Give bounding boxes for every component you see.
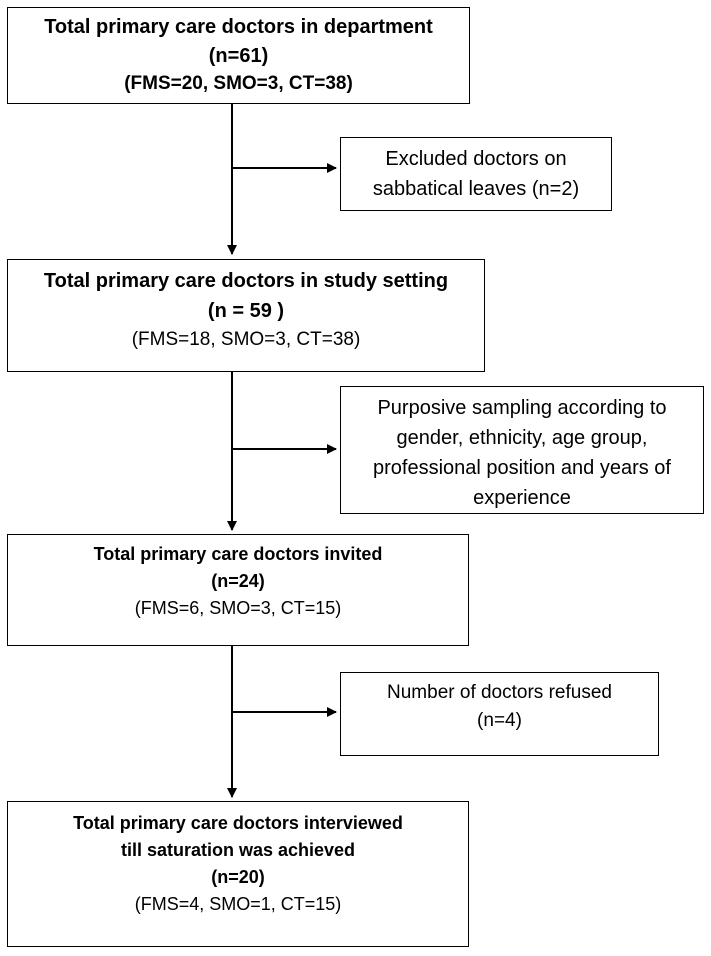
box-breakdown: (FMS=6, SMO=3, CT=15) [134,598,342,618]
box-total-department: Total primary care doctors in department… [7,7,470,104]
box-text-line: experience [473,487,571,509]
box-purposive-sampling: Purposive sampling according to gender, … [340,386,704,514]
box-text-line: professional position and years of [373,457,671,479]
box-breakdown: (FMS=18, SMO=3, CT=38) [131,329,361,350]
box-title: Total primary care doctors in department [44,16,433,38]
box-interviewed: Total primary care doctors interviewed t… [7,801,469,947]
box-excluded: Excluded doctors on sabbatical leaves (n… [340,137,612,211]
box-title: Total primary care doctors in study sett… [43,270,449,292]
box-count: (n=24) [211,571,265,591]
box-study-setting: Total primary care doctors in study sett… [7,259,485,372]
box-invited: Total primary care doctors invited (n=24… [7,534,469,646]
box-title: till saturation was achieved [120,840,356,860]
box-text-line: Number of doctors refused [387,682,612,703]
box-count: (n = 59 ) [207,300,285,322]
box-title: Total primary care doctors invited [93,544,383,564]
box-text-line: sabbatical leaves (n=2) [372,178,580,200]
box-breakdown: (FMS=20, SMO=3, CT=38) [124,73,353,94]
box-text-line: gender, ethnicity, age group, [396,427,648,449]
box-breakdown: (FMS=4, SMO=1, CT=15) [134,894,342,914]
box-text-line: Purposive sampling according to [377,397,667,419]
box-count: (n=61) [208,45,269,67]
box-text-line: Excluded doctors on [385,148,567,170]
box-refused: Number of doctors refused (n=4) [340,672,659,756]
box-text-line: (n=4) [477,710,522,731]
box-count: (n=20) [211,867,265,887]
box-title: Total primary care doctors interviewed [73,813,403,833]
